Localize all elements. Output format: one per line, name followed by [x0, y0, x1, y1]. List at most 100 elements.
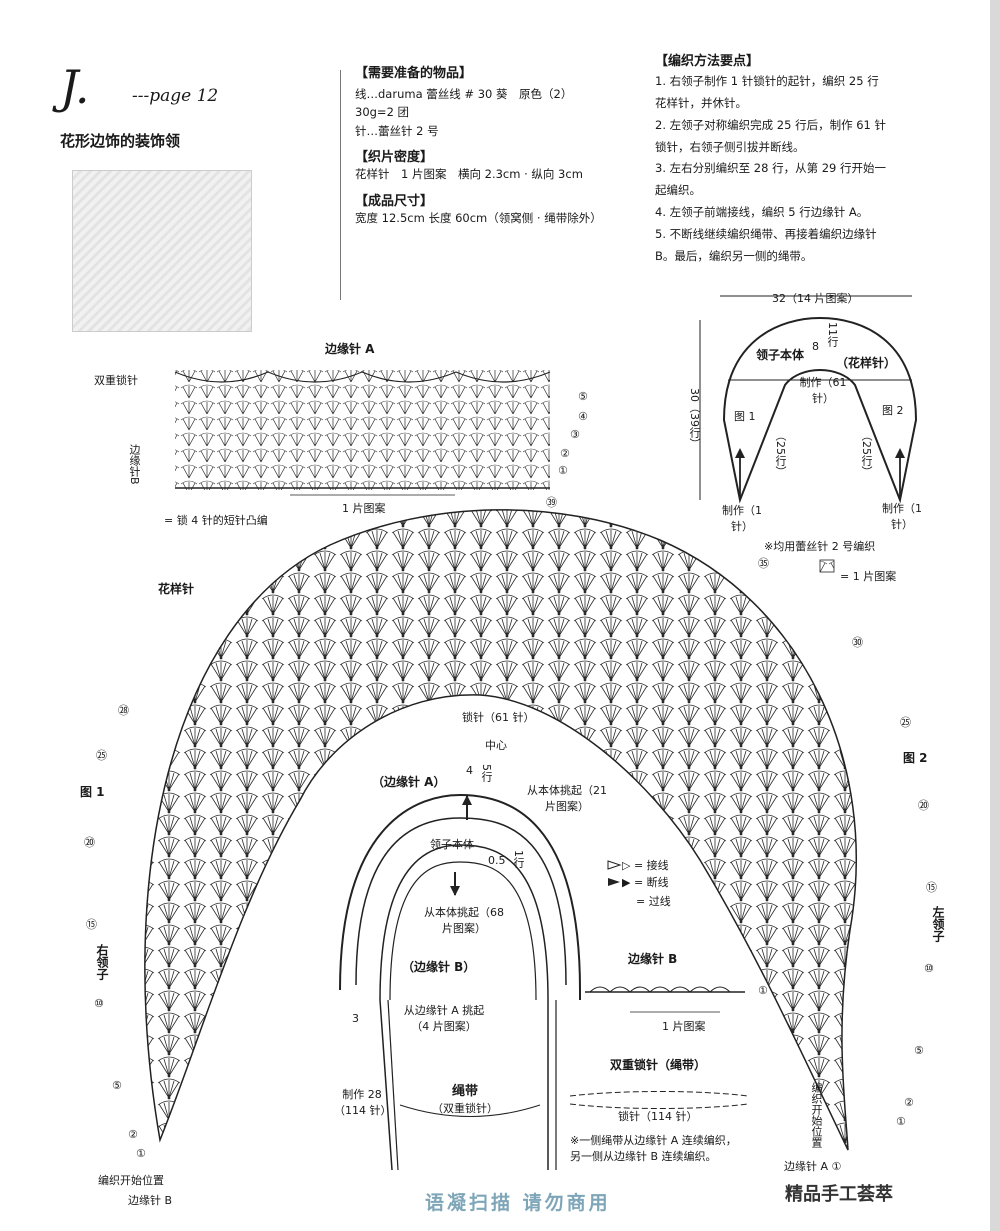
schematic-body: 领子本体: [756, 348, 805, 362]
page-reference: ---page 12: [132, 86, 219, 106]
row-marker-left: ㉘: [118, 704, 129, 717]
method-step: 1. 右领子制作 1 针锁针的起针，编织 25 行: [655, 74, 879, 88]
row-marker-left: ⑤: [112, 1079, 122, 1092]
collar-chart-shape: [144, 509, 857, 1151]
assembly-make-28: 制作 28（114 针）: [334, 1088, 392, 1117]
method-step: 起编织。: [655, 183, 701, 198]
start-position-right: 编织开始位置: [810, 1082, 823, 1148]
center-chain-label: 锁针（61 针）: [462, 711, 535, 724]
materials-section: 【需要准备的物品】 线…daruma 蕾丝线 # 30 葵 原色（2） 30g=…: [355, 62, 645, 227]
edge-b-repeat: 1 片图案: [662, 1020, 706, 1033]
edge-a-row-1: ①: [558, 464, 568, 477]
start-position-left: 编织开始位置: [98, 1174, 164, 1187]
schematic-height: 30（39行）: [688, 388, 701, 449]
method-step: 4. 左领子前端接线，编织 5 行边缘针 A。: [655, 205, 869, 220]
edge-b-side-label: 边缘针B: [128, 444, 141, 485]
method-heading: 【编织方法要点】: [655, 54, 760, 69]
gauge-heading: 【织片密度】: [355, 150, 434, 166]
assembly-three: 3: [352, 1012, 359, 1025]
method-step: 锁针，右领子侧引拔并断线。: [655, 139, 805, 154]
edge-a-chart: [175, 370, 550, 490]
row-marker-right: ㉟: [758, 557, 769, 570]
assembly-edge-a: （边缘针 A）: [372, 775, 446, 789]
edge-b-row: ①: [758, 984, 768, 997]
method-step: B。最后，编织另一侧的绳带。: [655, 248, 813, 263]
cord-note-2: 另一侧从边缘针 B 连续编织。: [570, 1150, 717, 1163]
schematic-eight: 8: [812, 340, 819, 353]
schematic-start-right: 制作（1 针）: [882, 502, 922, 531]
row-marker-left: ⑮: [86, 918, 97, 931]
assembly-five-rows: 5行: [480, 764, 493, 782]
pattern-letter: J.: [60, 60, 90, 114]
right-collar-label: 右领子: [95, 944, 109, 980]
method-step: 5. 不断线继续编织绳带、再接着编织边缘针: [655, 226, 877, 241]
symbol-join: ▷ = 接线: [622, 859, 669, 872]
assembly-edge-b: （边缘针 B）: [402, 960, 476, 974]
assembly-outer: [339, 793, 581, 1000]
edge-a-row-2: ②: [560, 447, 570, 460]
schematic-start-left: 制作（1 针）: [722, 504, 762, 533]
edge-a-title: 边缘针 A: [325, 342, 375, 356]
method-step: 花样针，并休针。: [655, 95, 747, 110]
edge-a-row-4: ④: [578, 410, 588, 423]
row-marker-right: ㊴: [546, 496, 557, 509]
gauge-text: 花样针 1 片图案 横向 2.3cm · 纵向 3cm: [355, 167, 583, 182]
materials-line: 针…蕾丝针 2 号: [355, 123, 439, 138]
schematic-width: 32（14 片图案）: [772, 292, 859, 305]
row-marker-right: ⑳: [918, 799, 929, 812]
schematic-rows-right: （25行）: [860, 430, 873, 477]
cord-title: 绳带: [452, 1084, 479, 1099]
motif-legend: = 1 片图案: [840, 570, 897, 583]
row-marker-right: ②: [904, 1096, 914, 1109]
assembly-collar-body: 领子本体: [430, 838, 474, 851]
row-marker-left: ②: [128, 1128, 138, 1141]
assembly-half: 0.5: [488, 854, 506, 867]
assembly-pickup-21: 从本体挑起（21 片图案）: [527, 784, 607, 813]
schematic-shape: [722, 316, 918, 504]
double-chain-label: 双重锁针: [94, 374, 138, 387]
edge-b-title: 边缘针 B: [628, 952, 678, 966]
edge-b-start-left: 边缘针 B: [128, 1194, 173, 1207]
edge-a-start-right: 边缘针 A ①: [784, 1160, 842, 1173]
cord-note-1: ※一侧绳带从边缘针 A 连续编织，: [570, 1134, 737, 1147]
materials-heading: 【需要准备的物品】: [355, 66, 473, 81]
needle-note: ※均用蕾丝针 2 号编织: [764, 540, 876, 553]
cord-subtitle: （双重锁针）: [432, 1102, 498, 1115]
materials-line: 线…daruma 蕾丝线 # 30 葵 原色（2）: [355, 87, 573, 101]
row-marker-left: ㉕: [96, 749, 107, 762]
row-marker-left: ⑩: [94, 997, 104, 1010]
assembly-pickup-4: 从边缘针 A 挑起（4 片图案）: [403, 1004, 485, 1033]
row-marker-left: ⑳: [84, 836, 95, 849]
cord-diagram-title: 双重锁针（绳带）: [610, 1058, 707, 1072]
scan-watermark: 语凝扫描 请勿商用: [425, 1192, 611, 1214]
edge-a-row-3: ③: [570, 428, 580, 441]
symbol-pass: = 过线: [636, 895, 671, 908]
assembly-pickup-68: 从本体挑起（68 片图案）: [424, 906, 504, 935]
row-marker-right: ⑩: [924, 962, 934, 975]
left-collar-label: 左领子: [931, 906, 945, 942]
pattern-stitch-label: 花样针: [158, 582, 195, 596]
figure-2-label: 图 2: [903, 751, 928, 765]
edge-a-row-5: ⑤: [578, 390, 588, 403]
wechat-credit: 精品手工荟萃: [785, 1184, 893, 1205]
row-marker-left: ①: [136, 1147, 146, 1160]
assembly-four: 4: [466, 764, 473, 777]
edge-a-repeat: 1 片图案: [342, 502, 386, 515]
method-section: 【编织方法要点】 1. 右领子制作 1 针锁针的起针，编织 25 行 花样针，并…: [655, 50, 955, 268]
row-marker-right: ⑤: [914, 1044, 924, 1057]
schematic-foundation: 制作（61 针）: [799, 376, 847, 405]
assembly-one-row: 1行: [512, 850, 525, 868]
schematic-rows-left: （25行）: [774, 430, 787, 477]
picot-legend: = 锁 4 针的短针凸编: [164, 514, 268, 527]
size-heading: 【成品尺寸】: [355, 193, 434, 209]
row-marker-right: ㉚: [852, 636, 863, 649]
collar-photo: [72, 170, 252, 332]
row-marker-right: ⑮: [926, 881, 937, 894]
figure-1-label: 图 1: [80, 785, 105, 799]
schematic-top-rows: 11行: [826, 322, 839, 347]
size-text: 宽度 12.5cm 长度 60cm（领窝侧 · 绳带除外）: [355, 210, 602, 225]
center-label: 中心: [485, 739, 507, 752]
pattern-title: 花形边饰的装饰领: [60, 132, 181, 150]
materials-line: 30g=2 团: [355, 105, 410, 120]
